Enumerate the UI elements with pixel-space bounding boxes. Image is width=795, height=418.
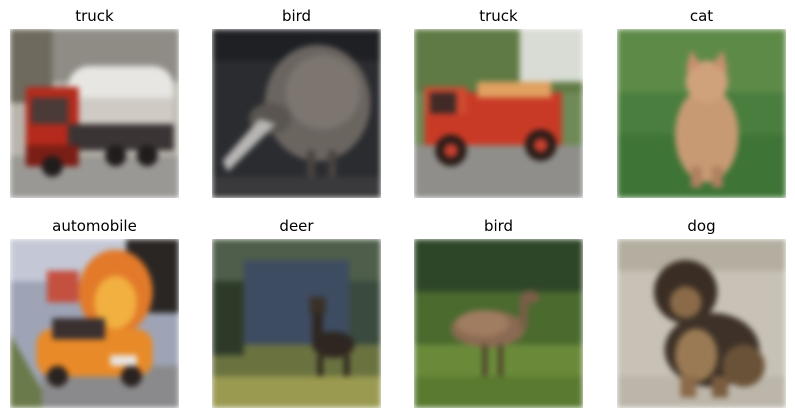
image-title: truck xyxy=(75,7,114,25)
image-title: bird xyxy=(281,7,312,25)
deer-photo xyxy=(212,239,381,408)
image-title: cat xyxy=(689,7,714,25)
image-title: bird xyxy=(483,217,514,235)
fire-truck-photo xyxy=(414,29,583,198)
image-panel-truck: truck xyxy=(10,0,179,418)
cat-photo xyxy=(617,29,786,198)
dog-photo xyxy=(617,239,786,408)
bird-photo xyxy=(414,239,583,408)
image-panel-truck: truck xyxy=(414,0,583,418)
automobile-photo xyxy=(10,239,179,408)
image-panel-automobile: automobile xyxy=(10,0,179,418)
truck-photo xyxy=(10,29,179,198)
image-panel-dog: dog xyxy=(617,0,786,418)
image-panel-cat: cat xyxy=(617,0,786,418)
image-panel-bird: bird xyxy=(212,0,381,418)
bird-photo xyxy=(212,29,381,198)
image-title: automobile xyxy=(52,217,137,235)
image-title: truck xyxy=(479,7,518,25)
image-panel-deer: deer xyxy=(212,0,381,418)
image-title: deer xyxy=(279,217,314,235)
image-title: dog xyxy=(687,217,716,235)
image-panel-bird: bird xyxy=(414,0,583,418)
